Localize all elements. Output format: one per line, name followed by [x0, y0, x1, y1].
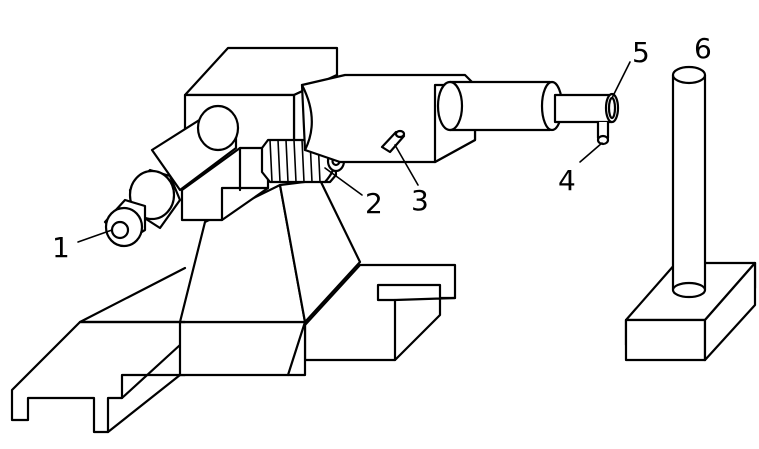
label-6: 6	[694, 32, 712, 65]
waist-arm	[103, 104, 270, 248]
robot-base	[10, 178, 457, 434]
label-3: 3	[411, 184, 429, 217]
target-post	[624, 65, 757, 362]
label-4: 4	[558, 164, 576, 197]
upper-arm	[300, 73, 620, 164]
leader-lines	[77, 61, 631, 243]
label-1: 1	[52, 231, 70, 264]
label-2: 2	[365, 187, 383, 220]
label-5: 5	[632, 36, 650, 69]
